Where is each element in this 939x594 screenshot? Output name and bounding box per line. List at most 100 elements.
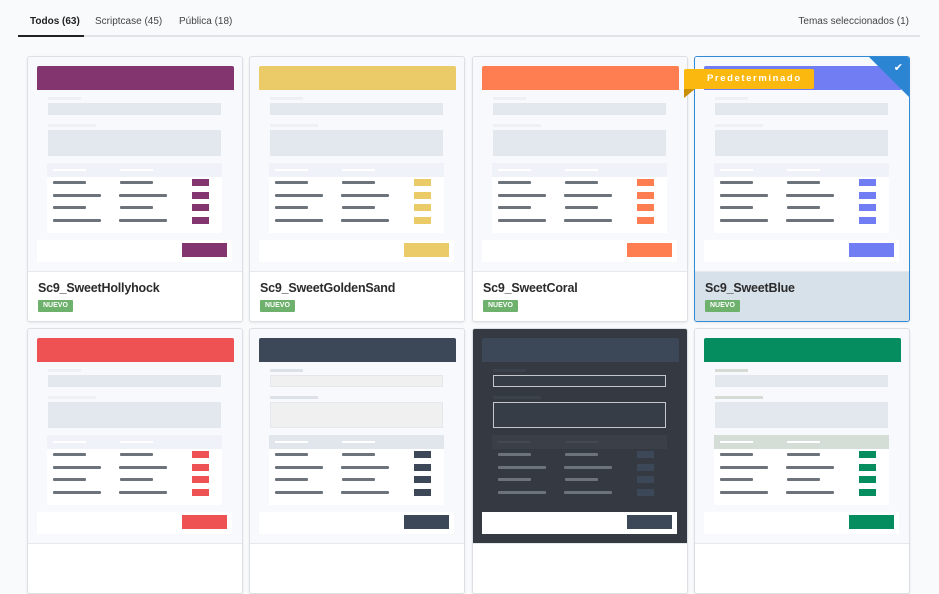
theme-info: Sc9_SweetHollyhock NUEVO [28,272,242,321]
preview-label [715,97,748,100]
preview-label [270,97,303,100]
theme-preview [250,57,464,272]
preview-input [715,375,888,387]
theme-info: Sc9_SweetCoral NUEVO [473,272,687,321]
preview-cell [498,466,546,469]
preview-cell [341,491,389,494]
theme-card-theme-6[interactable] [249,328,465,594]
preview-th [720,169,753,171]
preview-table [492,163,667,233]
preview-cell [787,206,820,209]
preview-cell [787,478,820,481]
preview-th [53,441,86,443]
theme-preview [473,329,687,544]
tab-todos[interactable]: Todos (63) [30,16,80,27]
preview-th [498,169,531,171]
preview-row-button [859,204,876,211]
preview-th [120,169,153,171]
preview-header [37,338,234,362]
preview-table [714,435,889,505]
theme-info: Sc9_SweetBlue NUEVO [695,272,909,321]
preview-cell [53,194,101,197]
check-icon: ✔ [893,62,903,74]
preview-table-head [47,435,222,449]
preview-header [37,66,234,90]
preview-cell [564,219,612,222]
preview-cell [720,206,753,209]
theme-card-sc9-sweethollyhock[interactable]: Sc9_SweetHollyhock NUEVO [27,56,243,322]
selected-themes-count[interactable]: Temas seleccionados (1) [798,16,909,27]
preview-row-button [859,489,876,496]
preview-th [342,169,375,171]
preview-th [787,441,820,443]
preview-cell [275,181,308,184]
preview-cell [786,491,834,494]
preview-row-button [859,179,876,186]
new-badge: NUEVO [483,300,518,312]
preview-label [493,97,526,100]
theme-info [250,544,464,593]
new-badge: NUEVO [38,300,73,312]
preview-cell [720,478,753,481]
preview-row-button [414,476,431,483]
preview-table [47,163,222,233]
preview-textarea [270,402,443,428]
preview-textarea [48,402,221,428]
preview-label [48,97,81,100]
preview-cell [565,181,598,184]
selected-corner [869,57,909,97]
preview-textarea [715,402,888,428]
theme-preview [28,329,242,544]
preview-cell [498,181,531,184]
preview-label [715,124,763,127]
preview-cell [498,219,546,222]
new-badge: NUEVO [705,300,740,312]
preview-row-button [414,464,431,471]
preview-table [269,163,444,233]
preview-cell [720,491,768,494]
preview-footer-button [627,515,672,529]
preview-input [715,103,888,115]
theme-preview [250,329,464,544]
preview-th [565,169,598,171]
preview-cell [120,206,153,209]
preview-table [714,163,889,233]
theme-card-theme-8[interactable] [694,328,910,594]
preview-cell [498,194,546,197]
preview-footer-button [627,243,672,257]
theme-preview [473,57,687,272]
preview-row-button [192,476,209,483]
preview-cell [342,181,375,184]
preview-cell [275,194,323,197]
theme-card-theme-5[interactable] [27,328,243,594]
preview-cell [53,491,101,494]
tab-publica[interactable]: Pública (18) [179,16,233,27]
preview-table [269,435,444,505]
preview-table-head [714,435,889,449]
preview-row-button [414,204,431,211]
preview-label [493,124,541,127]
preview-row-button [859,192,876,199]
theme-info [28,544,242,593]
preview-label [48,369,81,372]
preview-input [48,103,221,115]
preview-th [342,441,375,443]
preview-cell [720,181,753,184]
theme-card-sc9-sweetcoral[interactable]: Sc9_SweetCoral NUEVO [472,56,688,322]
tab-scriptcase[interactable]: Scriptcase (45) [95,16,163,27]
preview-cell [53,206,86,209]
active-tab-indicator [18,35,84,37]
theme-card-sc9-sweetgoldensand[interactable]: Sc9_SweetGoldenSand NUEVO [249,56,465,322]
preview-th [275,169,308,171]
preview-row-button [637,192,654,199]
theme-card-theme-7[interactable] [472,328,688,594]
preview-th [498,441,531,443]
theme-card-sc9-sweetblue[interactable]: Sc9_SweetBlue NUEVO ✔ [694,56,910,322]
preview-th [120,441,153,443]
preview-label [270,396,318,399]
preview-cell [275,466,323,469]
preview-row-button [637,464,654,471]
preview-label [493,396,541,399]
preview-table-head [492,163,667,177]
preview-footer [704,512,899,534]
